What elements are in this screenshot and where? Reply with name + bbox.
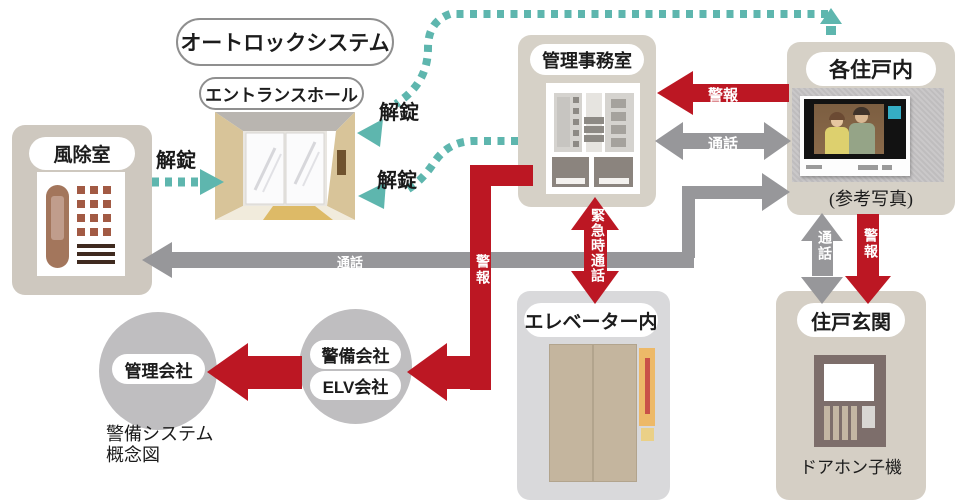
call-label-vertical: 通話 — [817, 230, 833, 262]
intercom-panel-icon — [37, 172, 125, 276]
unlock-label-lower: 解錠 — [377, 170, 417, 192]
management-office-label: 管理事務室 — [542, 50, 632, 71]
man-body — [849, 123, 875, 154]
entrance-hall-pill: エントランスホール — [199, 77, 364, 110]
reference-photo-note: (参考写真) — [829, 189, 913, 209]
caption-line1: 警備システム — [106, 424, 214, 444]
doorphone-handset-label: ドアホン子機 — [800, 458, 902, 477]
dwelling-entrance-box: 住戸玄関 ドアホン子機 — [776, 291, 926, 500]
handset-inner — [51, 196, 64, 240]
management-office-box: 管理事務室 — [518, 35, 656, 207]
management-company-circle: 管理会社 — [99, 312, 217, 430]
alarm-label-vertical-right: 警報 — [863, 228, 879, 260]
management-company-label: 管理会社 — [124, 361, 193, 381]
alarm-label-vertical-line: 警報 — [475, 254, 491, 286]
control-desk-icon — [546, 83, 640, 194]
alarm-arrow-dwelling-doorphone — [845, 214, 891, 304]
elv-company-label: ELV会社 — [322, 378, 389, 397]
unlock-paths — [152, 10, 828, 196]
windbreak-room-label: 風除室 — [53, 145, 111, 166]
dwelling-entrance-label: 住戸玄関 — [811, 311, 891, 334]
diagram-caption: 警備システム 概念図 — [106, 424, 213, 466]
unlock-arrowhead-entrance-lower — [358, 182, 386, 209]
alarm-line-office-security — [407, 165, 533, 401]
unlock-arrowheads — [200, 8, 842, 209]
call-label-trunk: 通話 — [336, 255, 363, 270]
elevator-pill: エレベーター内 — [524, 303, 658, 337]
emergency-call-arrow — [571, 197, 619, 304]
security-company-circle: 警備会社 ELV会社 — [299, 309, 412, 424]
woman-body — [825, 127, 849, 154]
elevator-box: エレベーター内 — [517, 291, 670, 500]
security-company-pill: 警備会社 — [310, 340, 401, 369]
intercom-monitor-photo — [792, 88, 944, 182]
each-dwelling-pill: 各住戸内 — [806, 52, 936, 86]
call-arrow-office-dwelling — [655, 122, 791, 160]
unlock-path-top — [393, 10, 828, 108]
windbreak-room-pill: 風除室 — [29, 137, 135, 170]
entrance-door-icon — [215, 112, 355, 220]
title-pill: オートロックシステム — [176, 18, 394, 66]
screen-badge — [888, 106, 901, 119]
windbreak-room-box: 風除室 — [12, 125, 152, 295]
management-company-pill: 管理会社 — [112, 354, 205, 384]
diagram-title: オートロックシステム — [180, 32, 390, 55]
unlock-arrowhead-windbreak — [200, 169, 224, 195]
alarm-arrow-dwelling-office — [657, 71, 789, 115]
alarm-arrow-security-management — [207, 343, 302, 401]
call-label-top: 通話 — [707, 136, 738, 153]
dwelling-entrance-pill: 住戸玄関 — [797, 303, 905, 337]
unlock-label-upper: 解錠 — [379, 102, 419, 124]
alarm-label-top: 警報 — [707, 87, 738, 104]
elv-company-pill: ELV会社 — [310, 371, 401, 400]
management-office-pill: 管理事務室 — [530, 44, 644, 75]
elevator-label: エレベーター内 — [524, 311, 658, 333]
each-dwelling-box: 各住戸内 (参考写真) — [787, 42, 955, 215]
call-line-trunk — [142, 173, 790, 278]
emergency-call-label: 緊急時通話 — [590, 208, 606, 283]
call-arrow-dwelling-doorphone — [801, 213, 843, 304]
entrance-hall-label: エントランスホール — [205, 86, 358, 105]
unlock-path-office — [401, 137, 518, 196]
unlock-label-windbreak: 解錠 — [156, 150, 196, 172]
each-dwelling-label: 各住戸内 — [829, 59, 913, 82]
caption-line2: 概念図 — [106, 445, 160, 465]
unlock-arrowhead-up — [820, 8, 842, 24]
security-company-label: 警備会社 — [321, 347, 390, 366]
unlock-arrowhead-entrance-upper — [357, 119, 383, 147]
